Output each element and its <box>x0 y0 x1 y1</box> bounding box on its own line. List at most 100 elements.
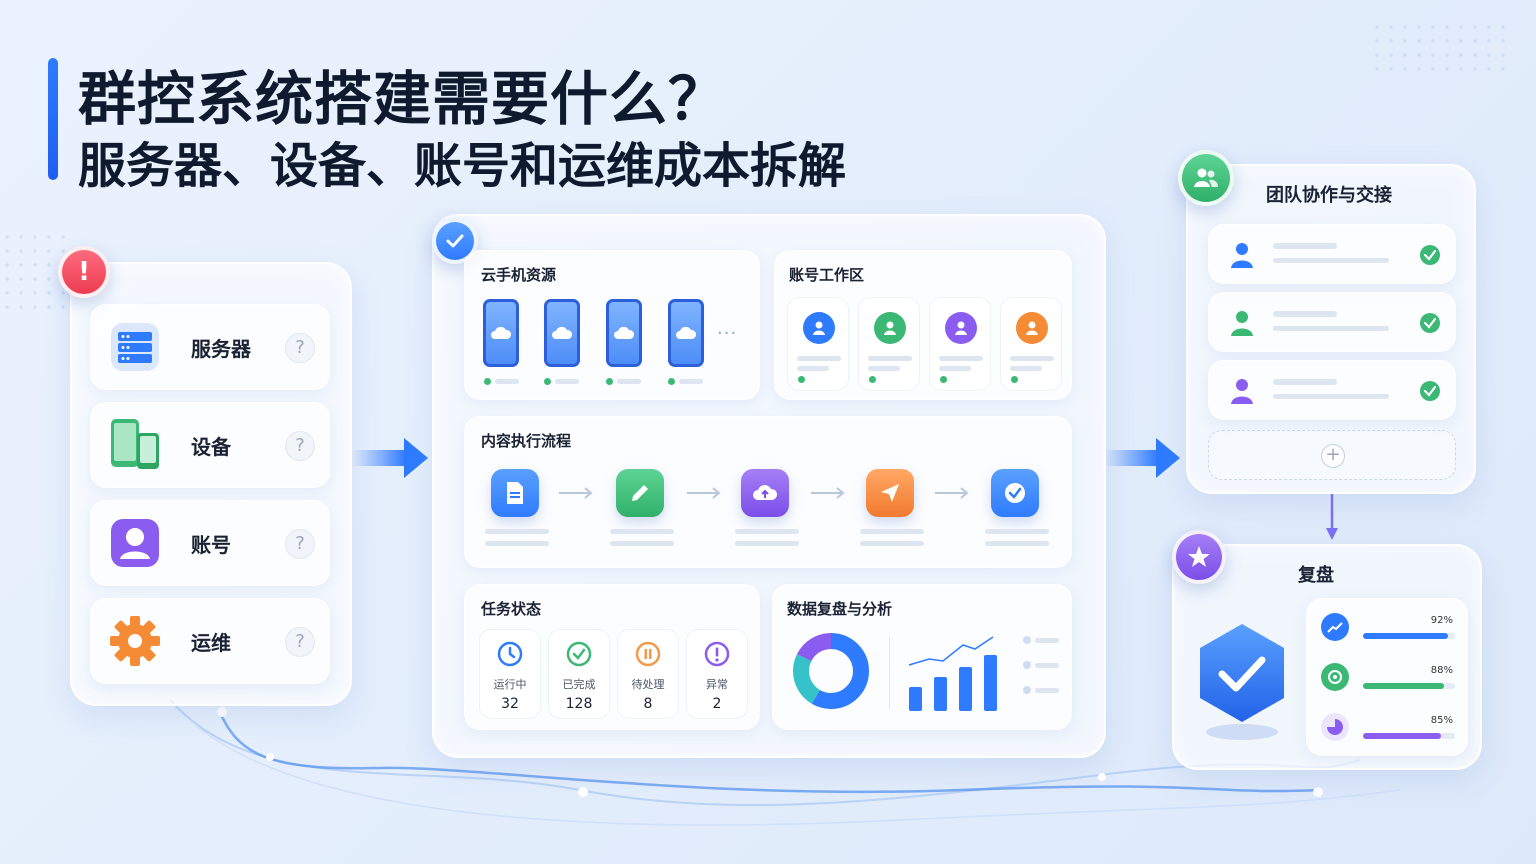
help-icon[interactable]: ? <box>285 431 315 461</box>
status-error[interactable]: 异常 2 <box>686 629 748 719</box>
metric-track <box>1363 633 1455 639</box>
section-title: 内容执行流程 <box>481 432 572 450</box>
status-count: 2 <box>712 696 722 712</box>
team-member-row[interactable] <box>1208 292 1456 352</box>
flow-arrow-icon <box>559 487 593 499</box>
star-icon <box>1188 546 1210 567</box>
user-icon <box>105 513 165 573</box>
help-icon[interactable]: ? <box>285 529 315 559</box>
requirement-item-ops[interactable]: 运维 ? <box>90 598 330 684</box>
placeholder-line <box>797 366 829 371</box>
cloud-phone-card[interactable]: 云手机资源 ··· <box>464 250 760 400</box>
placeholder-line <box>1035 688 1059 693</box>
arrow-right-icon <box>352 438 428 478</box>
review-title: 复盘 <box>1298 565 1334 586</box>
cloud-phone-icon[interactable] <box>483 299 519 367</box>
cloud-phone-icon[interactable] <box>606 299 642 367</box>
flow-arrow-icon <box>935 487 969 499</box>
edit-pen-icon[interactable] <box>616 469 664 517</box>
user-avatar-icon <box>803 312 835 344</box>
cloud-upload-icon[interactable] <box>741 469 789 517</box>
metric-fill <box>1363 633 1448 639</box>
account-card[interactable] <box>787 297 849 391</box>
placeholder-line <box>860 541 924 546</box>
team-member-row[interactable] <box>1208 224 1456 284</box>
page-title: 群控系统搭建需要什么？ <box>78 65 728 133</box>
check-circle-icon <box>566 641 592 667</box>
pie-icon <box>1321 713 1349 741</box>
section-title: 账号工作区 <box>789 266 865 284</box>
page-subtitle: 服务器、设备、账号和运维成本拆解 <box>78 138 847 194</box>
status-dot <box>940 376 947 383</box>
status-running[interactable]: 运行中 32 <box>479 629 541 719</box>
metric-track <box>1363 733 1455 739</box>
status-dot <box>869 376 876 383</box>
placeholder-line <box>1273 394 1389 399</box>
check-circle-icon[interactable] <box>991 469 1039 517</box>
placeholder-line <box>1035 638 1059 643</box>
document-icon[interactable] <box>491 469 539 517</box>
placeholder-line <box>1273 258 1389 263</box>
account-card[interactable] <box>858 297 920 391</box>
placeholder-line <box>1273 243 1337 249</box>
review-badge <box>1172 530 1226 584</box>
help-icon[interactable]: ? <box>285 627 315 657</box>
check-circle-icon <box>1420 245 1440 265</box>
account-card[interactable] <box>929 297 991 391</box>
status-pending[interactable]: 待处理 8 <box>617 629 679 719</box>
cloud-phone-icon[interactable] <box>668 299 704 367</box>
check-circle-icon <box>1420 381 1440 401</box>
placeholder-line <box>1273 379 1337 385</box>
help-icon[interactable]: ? <box>285 333 315 363</box>
content-flow-card[interactable]: 内容执行流程 <box>464 416 1072 568</box>
requirement-item-account[interactable]: 账号 ? <box>90 500 330 586</box>
section-title: 云手机资源 <box>481 266 557 284</box>
status-completed[interactable]: 已完成 128 <box>548 629 610 719</box>
requirement-item-server[interactable]: 服务器 ? <box>90 304 330 390</box>
users-icon <box>1194 168 1218 187</box>
legend-dot <box>1023 686 1031 694</box>
metric-percent: 85% <box>1430 715 1453 726</box>
placeholder-line <box>939 366 971 371</box>
legend-dot <box>1023 661 1031 669</box>
send-icon[interactable] <box>866 469 914 517</box>
placeholder-line <box>555 379 579 384</box>
placeholder-line <box>939 356 983 361</box>
dot-pattern-top-right <box>1370 20 1510 80</box>
placeholder-line <box>485 541 549 546</box>
task-status-card[interactable]: 任务状态 运行中 32 已完成 128 待处理 8 异常 2 <box>464 584 760 730</box>
team-member-row[interactable] <box>1208 360 1456 420</box>
user-icon <box>1231 379 1253 404</box>
section-title: 任务状态 <box>481 600 542 618</box>
user-avatar-icon <box>945 312 977 344</box>
alert-badge: ! <box>58 246 110 298</box>
requirement-item-device[interactable]: 设备 ? <box>90 402 330 488</box>
placeholder-line <box>617 379 641 384</box>
status-dot <box>798 376 805 383</box>
status-dot <box>1011 376 1018 383</box>
add-icon[interactable]: + <box>1321 444 1345 468</box>
metric-track <box>1363 683 1455 689</box>
user-icon <box>1231 243 1253 268</box>
placeholder-line <box>610 529 674 534</box>
requirement-label: 服务器 <box>191 337 251 361</box>
requirement-label: 运维 <box>191 631 231 655</box>
placeholder-line <box>1035 663 1059 668</box>
placeholder-line <box>1010 366 1042 371</box>
check-icon <box>446 234 464 248</box>
team-title: 团队协作与交接 <box>1266 185 1392 206</box>
metric-percent: 88% <box>1430 665 1453 676</box>
metric-fill <box>1363 733 1442 739</box>
add-member-slot[interactable]: + <box>1208 430 1456 480</box>
status-label: 异常 <box>706 678 728 691</box>
account-workspace-card[interactable]: 账号工作区 <box>774 250 1072 400</box>
account-card[interactable] <box>1000 297 1062 391</box>
metric-percent: 92% <box>1430 615 1453 626</box>
data-analysis-card[interactable]: 数据复盘与分析 <box>772 584 1072 730</box>
cloud-phone-icon[interactable] <box>544 299 580 367</box>
review-metrics-card[interactable]: 92% 88% 85% <box>1306 598 1468 756</box>
placeholder-line <box>610 541 674 546</box>
placeholder-line <box>985 541 1049 546</box>
server-icon <box>105 317 165 377</box>
status-dot <box>668 378 675 385</box>
